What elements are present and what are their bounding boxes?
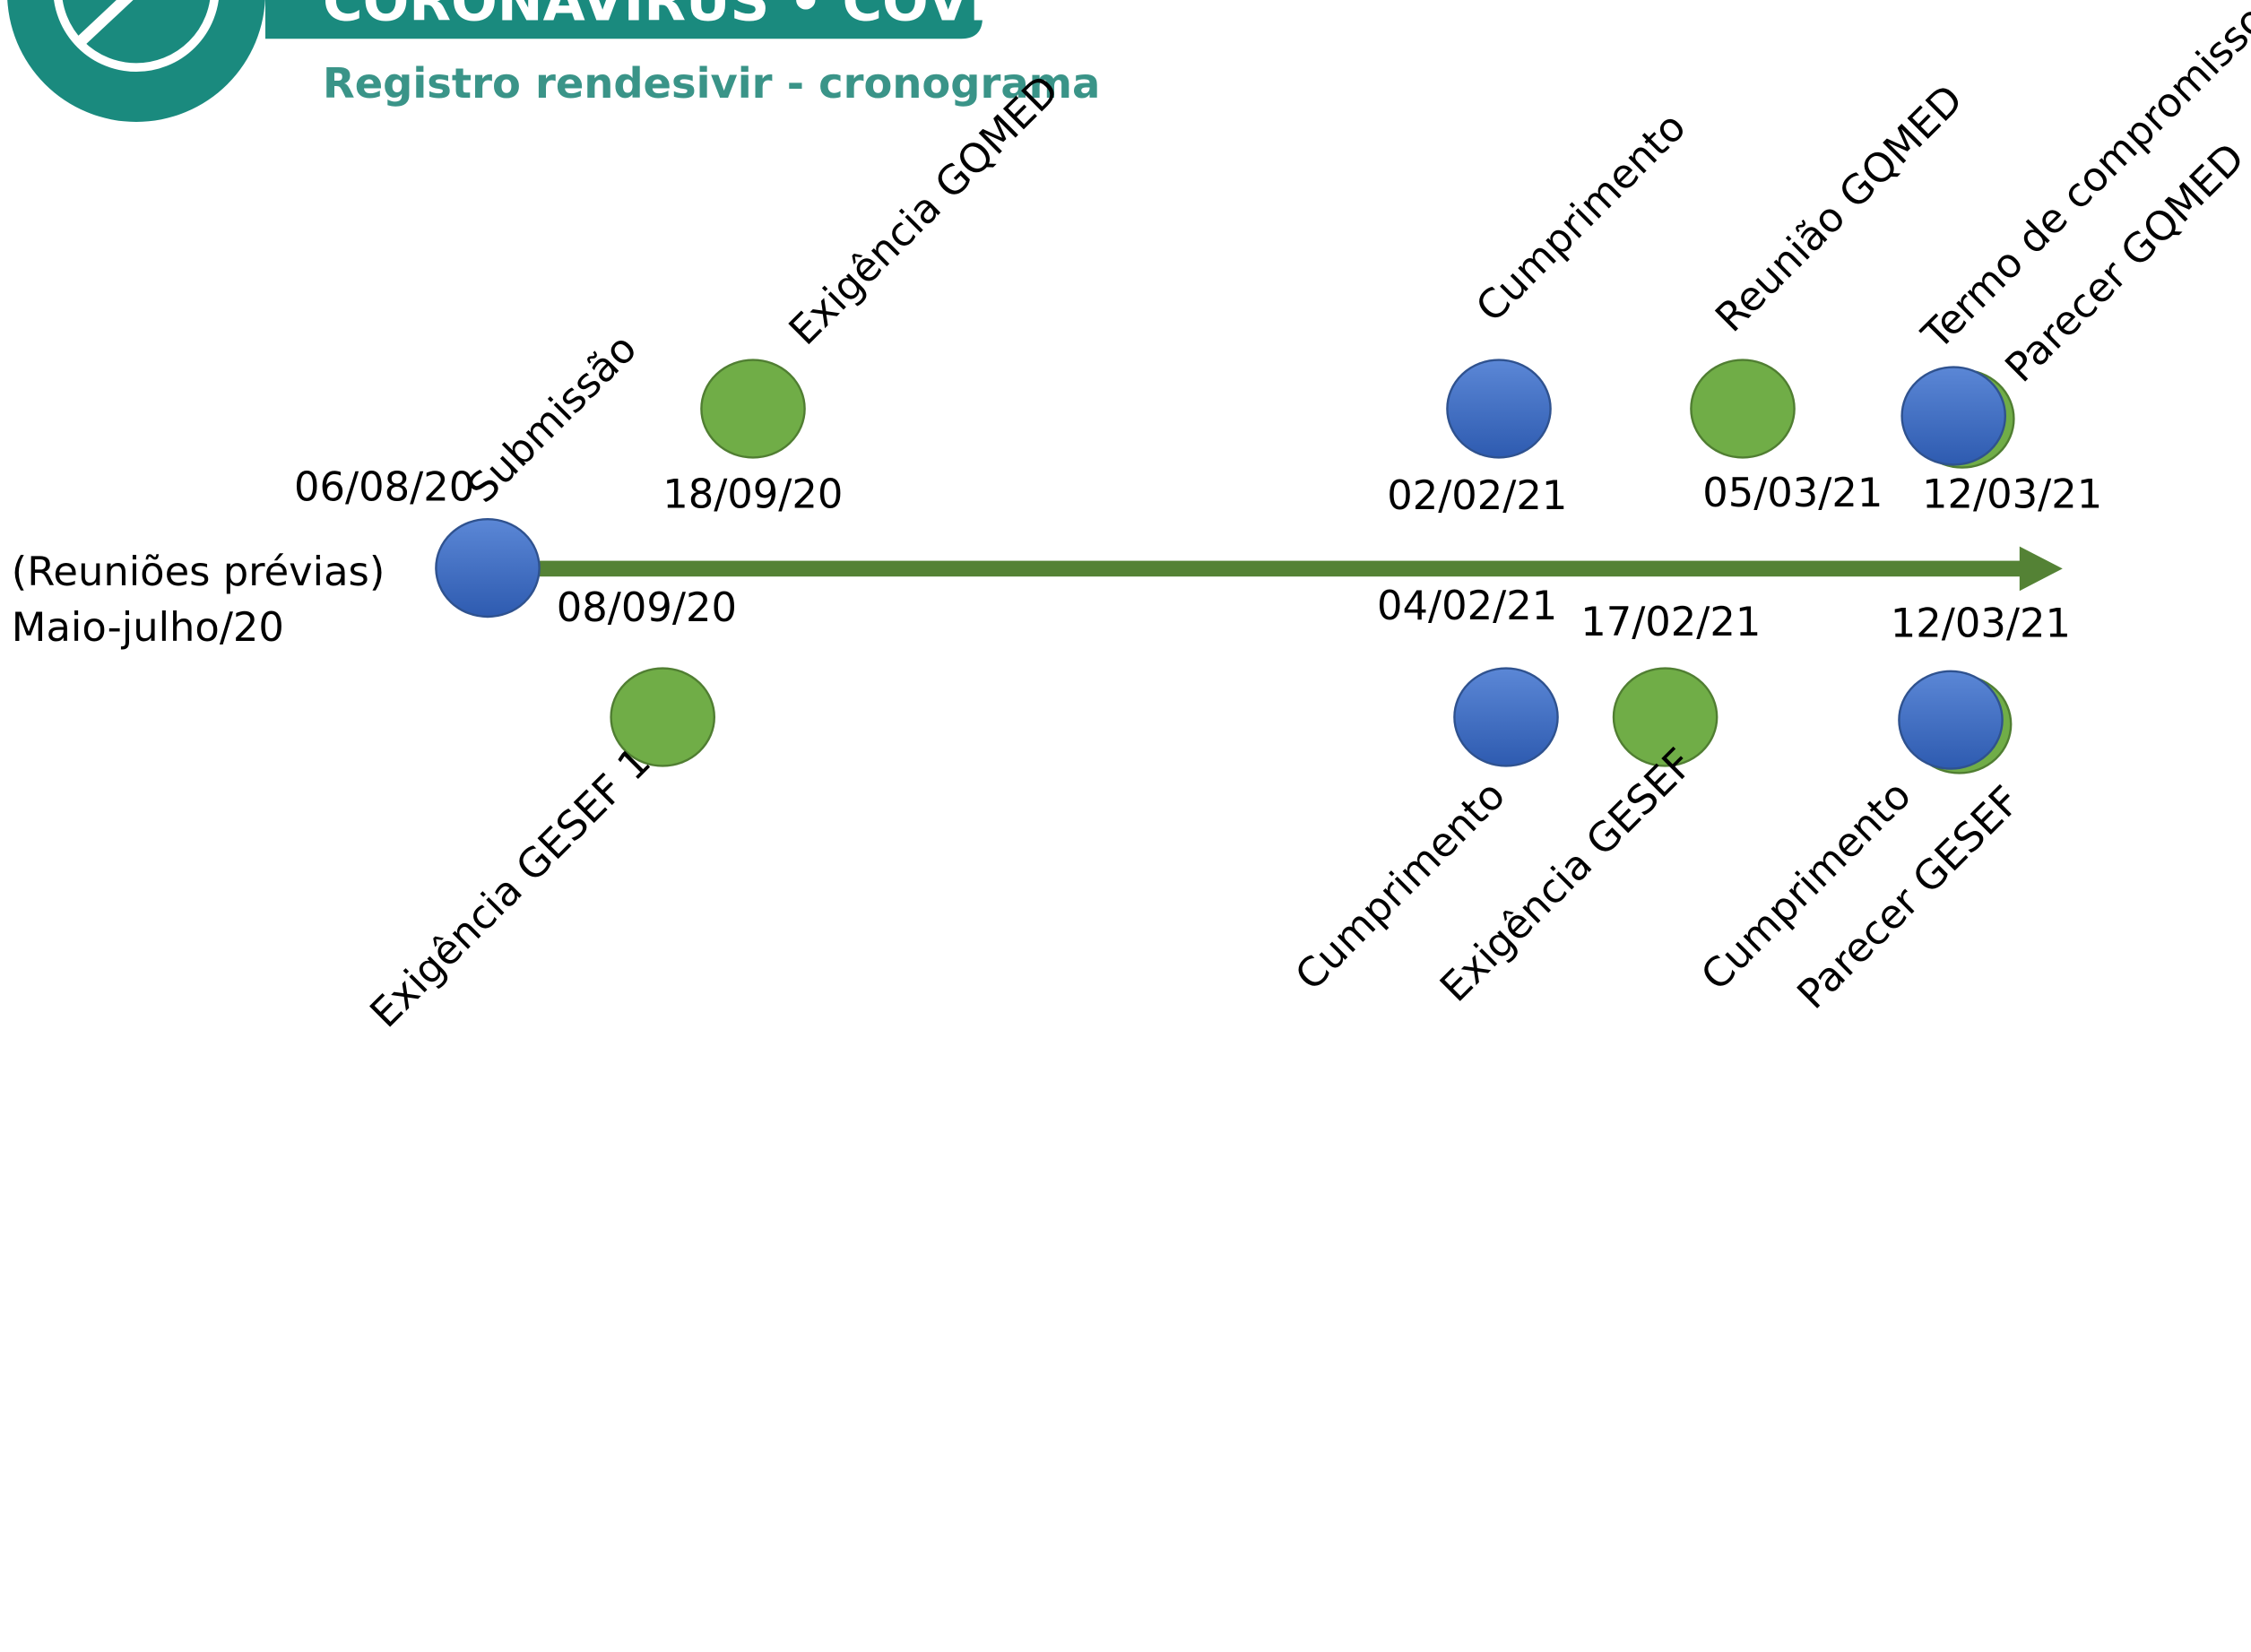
timeline-arrow <box>488 546 2063 592</box>
diagram-subtitle: Registro rendesivir - cronograma <box>323 59 1100 108</box>
timeline-shaft <box>488 560 2026 577</box>
covid-logo <box>7 0 265 122</box>
label-exigencia-gqmed: Exigência GQMED <box>780 65 1069 354</box>
logo-circle <box>7 0 265 122</box>
event-marker-cumprimento-final <box>1898 670 2004 770</box>
label-submissao: Submissão <box>458 324 645 512</box>
event-marker-exigencia-gesef-1 <box>610 667 716 767</box>
event-marker-termo-compromisso <box>1900 366 2007 466</box>
date-exigencia-gqmed: 18/09/20 <box>662 470 843 517</box>
date-submissao: 06/08/20 <box>294 463 474 510</box>
date-exigencia-gesef-1: 08/09/20 <box>557 584 737 631</box>
date-exigencia-gesef: 17/02/21 <box>1580 598 1761 645</box>
label-exigencia-gesef-1: Exigência GESEF 1 <box>360 738 660 1033</box>
timeline-diagram: CORONAVÍRUS • COVID - 19 Registro rendes… <box>7 0 2251 1037</box>
label-cumprimento-upper: Cumprimento <box>1467 103 1695 332</box>
banner-shape <box>265 0 983 39</box>
date-lower-final: 12/03/21 <box>1891 599 2071 646</box>
event-marker-submissao <box>435 518 541 618</box>
date-cumprimento-lower: 04/02/21 <box>1377 582 1557 629</box>
event-marker-cumprimento-lower <box>1453 667 1559 767</box>
banner-title: CORONAVÍRUS • COVID - 19 <box>323 0 1171 33</box>
header-banner: CORONAVÍRUS • COVID - 19 <box>265 0 1171 39</box>
preface-line-2: Maio-julho/20 <box>12 603 284 651</box>
event-marker-exigencia-gqmed <box>700 359 806 459</box>
date-reuniao-gqmed: 05/03/21 <box>1702 469 1883 516</box>
label-reuniao-gqmed: Reunião GQMED <box>1706 75 1972 342</box>
preface-line-1: (Reuniões prévias) <box>12 548 385 595</box>
event-marker-reuniao-gqmed <box>1690 359 1796 459</box>
date-cumprimento-upper: 02/02/21 <box>1387 471 1567 519</box>
date-upper-final: 12/03/21 <box>1922 470 2102 517</box>
virus-icon <box>54 0 219 72</box>
arrow-head <box>2019 546 2063 592</box>
event-marker-exigencia-gesef <box>1612 667 1719 767</box>
prohibited-slash-icon <box>74 0 134 48</box>
event-marker-cumprimento-upper <box>1446 359 1552 459</box>
